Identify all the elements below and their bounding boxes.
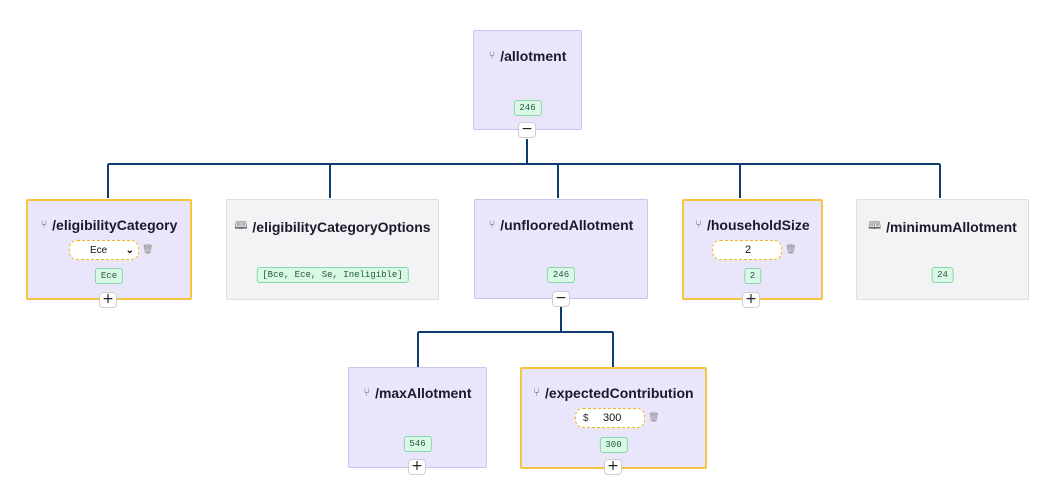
value-badge: Ece [94,268,124,284]
collapse-button[interactable]: − [552,291,570,307]
expand-button[interactable]: + [604,459,622,475]
node-allotment[interactable]: ⑂ /allotment 246 [473,30,582,130]
trash-icon[interactable]: 🗑 [648,412,660,422]
node-eligibility-category-options[interactable]: 🕮 /eligibilityCategoryOptions [Bce, Ece,… [226,199,439,300]
household-size-input[interactable]: 2 [712,240,782,260]
node-household-size[interactable]: ⑂ /householdSize 2 🗑 2 [682,199,823,300]
node-title: /expectedContribution [545,385,694,401]
branch-icon: ⑂ [533,387,541,399]
expand-button[interactable]: + [742,292,760,308]
expand-button[interactable]: + [99,292,117,308]
collapse-button[interactable]: − [518,122,536,138]
value-badge: 546 [403,436,432,452]
node-title: /allotment [500,48,567,64]
value-badge: 300 [599,437,628,453]
branch-icon: ⑂ [695,219,702,231]
category-select[interactable]: Ece ⌄ [69,240,139,260]
trash-icon[interactable]: 🗑 [785,244,797,254]
book-icon: 🕮 [234,220,248,232]
trash-icon[interactable]: 🗑 [142,244,154,254]
chevron-down-icon: ⌄ [125,244,134,256]
node-max-allotment[interactable]: ⑂ /maxAllotment 546 [348,367,487,468]
node-title: /maxAllotment [375,385,472,401]
node-title: /eligibilityCategoryOptions [252,218,431,235]
value-badge: 24 [931,267,954,283]
dollar-icon: $ [583,412,589,424]
branch-icon: ⑂ [363,387,371,399]
value-badge: [Bce, Ece, Se, Ineligible] [256,267,409,283]
node-title: /eligibilityCategory [52,217,178,233]
book-icon: 🕮 [868,220,882,232]
expand-button[interactable]: + [408,459,426,475]
value-badge: 246 [513,100,542,116]
branch-icon: ⑂ [40,219,48,231]
value-badge: 2 [743,268,762,284]
value-badge: 246 [546,267,576,283]
node-title: /unflooredAllotment [500,217,634,233]
node-minimum-allotment[interactable]: 🕮 /minimumAllotment 24 [856,199,1029,300]
node-expected-contribution[interactable]: ⑂ /expectedContribution $ 300 🗑 300 [520,367,707,469]
node-unfloored-allotment[interactable]: ⑂ /unflooredAllotment 246 [474,199,648,299]
node-title: /minimumAllotment [886,218,1017,235]
node-eligibility-category[interactable]: ⑂ /eligibilityCategory Ece ⌄ 🗑 Ece [26,199,192,300]
node-title: /householdSize [706,217,810,233]
branch-icon: ⑂ [488,50,496,62]
contribution-input[interactable]: $ 300 [575,408,645,428]
branch-icon: ⑂ [488,219,496,231]
